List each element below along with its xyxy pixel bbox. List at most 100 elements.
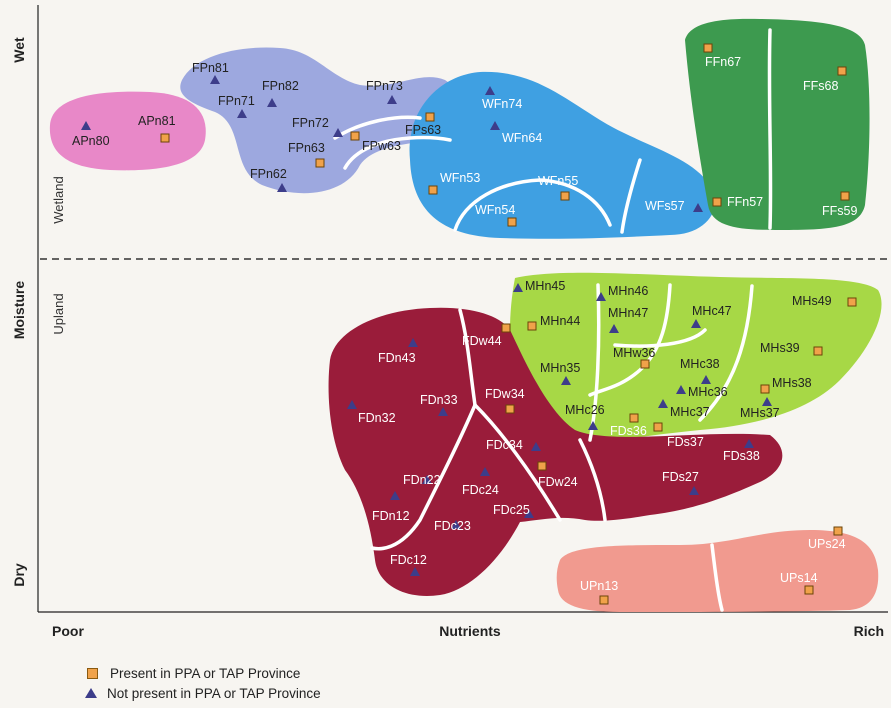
community-label: FDw44 — [462, 334, 502, 348]
legend-present-label: Present in PPA or TAP Province — [110, 665, 301, 681]
community-mhs38: MHs38 — [760, 376, 812, 394]
region-wf — [409, 71, 716, 239]
community-label: WFn53 — [440, 171, 480, 185]
community-label: FDc23 — [434, 519, 471, 533]
absent-triangle-icon — [347, 400, 357, 409]
axis-label-upland: Upland — [51, 293, 66, 334]
community-label: FDs27 — [662, 470, 699, 484]
community-fpn71: FPn71 — [218, 94, 255, 118]
axis-label-nutrients: Nutrients — [439, 623, 501, 639]
community-label: FDn22 — [403, 473, 441, 487]
community-label: MHc38 — [680, 357, 720, 371]
community-mhs49: MHs49 — [792, 294, 857, 308]
community-label: FFs68 — [803, 79, 838, 93]
present-square-icon — [501, 323, 511, 333]
community-label: MHs39 — [760, 341, 800, 355]
community-mhc37: MHc37 — [658, 399, 710, 419]
community-label: FDn43 — [378, 351, 416, 365]
absent-triangle-icon — [333, 128, 343, 137]
community-label: UPn13 — [580, 579, 618, 593]
community-fdn32: FDn32 — [347, 400, 396, 425]
community-fpn81: FPn81 — [192, 61, 229, 84]
region-ff — [685, 18, 870, 230]
community-label: FDs38 — [723, 449, 760, 463]
present-square-icon — [599, 595, 609, 605]
community-label: FDn12 — [372, 509, 410, 523]
mh-separator-c — [698, 284, 754, 422]
community-label: MHc36 — [688, 385, 728, 399]
absent-triangle-icon — [438, 407, 448, 416]
community-label: FPn73 — [366, 79, 403, 93]
present-square-icon — [87, 667, 98, 679]
present-square-icon — [315, 158, 325, 168]
present-square-icon — [428, 185, 438, 195]
present-square-icon — [560, 191, 570, 201]
absent-triangle-icon — [676, 385, 686, 394]
community-label: MHn45 — [525, 279, 565, 293]
present-square-icon — [653, 422, 663, 432]
community-label: MHw36 — [613, 346, 655, 360]
community-wfn53: WFn53 — [428, 171, 480, 195]
community-label: WFn55 — [538, 174, 578, 188]
community-mhc26: MHc26 — [565, 403, 605, 430]
community-label: FDw34 — [485, 387, 525, 401]
axis-label-dry: Dry — [11, 563, 27, 587]
present-square-icon — [505, 404, 515, 414]
community-label: FPw63 — [362, 139, 401, 153]
community-mhn46: MHn46 — [596, 284, 648, 301]
community-fdc12: FDc12 — [390, 553, 427, 576]
axis-label-wetland: Wetland — [51, 176, 66, 223]
community-label: FDn33 — [420, 393, 458, 407]
absent-triangle-icon — [490, 121, 500, 130]
mh-separator-b — [588, 283, 672, 397]
community-label: FPn63 — [288, 141, 325, 155]
community-fpn82: FPn82 — [262, 79, 299, 107]
community-label: MHn35 — [540, 361, 580, 375]
absent-triangle-icon — [531, 442, 541, 451]
up-separator — [710, 543, 724, 612]
community-label: FFn57 — [727, 195, 763, 209]
community-fdc34: FDc34 — [486, 438, 541, 452]
community-label: MHn44 — [540, 314, 580, 328]
community-label: WFn54 — [475, 203, 515, 217]
present-square-icon — [507, 217, 517, 227]
community-mhs37: MHs37 — [740, 397, 780, 420]
community-wfs57: WFs57 — [645, 199, 703, 213]
community-fdw44: FDw44 — [462, 323, 511, 348]
absent-triangle-icon — [390, 491, 400, 500]
community-ups14: UPs14 — [780, 571, 818, 595]
present-square-icon — [813, 346, 823, 356]
absent-triangle-icon — [485, 86, 495, 95]
axis-label-moisture: Moisture — [11, 281, 27, 340]
community-fpn62: FPn62 — [250, 167, 287, 192]
community-ffs59: FFs59 — [822, 191, 857, 218]
community-label: FDw24 — [538, 475, 578, 489]
present-square-icon — [527, 321, 537, 331]
community-ffn67: FFn67 — [703, 43, 741, 69]
present-square-icon — [640, 359, 650, 369]
absent-triangle-icon — [410, 567, 420, 576]
community-fdn12: FDn12 — [372, 491, 410, 523]
fd-separator-c — [473, 403, 562, 522]
community-label: FPn71 — [218, 94, 255, 108]
community-fdc23: FDc23 — [434, 519, 471, 533]
present-square-icon — [712, 197, 722, 207]
community-mhc47: MHc47 — [691, 304, 732, 328]
community-mhc36: MHc36 — [676, 385, 728, 399]
region-ap — [49, 91, 206, 171]
community-label: WFn74 — [482, 97, 522, 111]
absent-triangle-icon — [744, 439, 754, 448]
community-mhn35: MHn35 — [540, 361, 580, 385]
absent-triangle-icon — [408, 338, 418, 347]
community-label: FDs36 — [610, 424, 647, 438]
absent-triangle-icon — [596, 292, 606, 301]
absent-triangle-icon — [701, 375, 711, 384]
community-wfn64: WFn64 — [490, 121, 542, 145]
community-fds36: FDs36 — [610, 413, 647, 438]
absent-triangle-icon — [658, 399, 668, 408]
community-mhn47: MHn47 — [608, 306, 648, 333]
present-square-icon — [840, 191, 850, 201]
absent-triangle-icon — [609, 324, 619, 333]
